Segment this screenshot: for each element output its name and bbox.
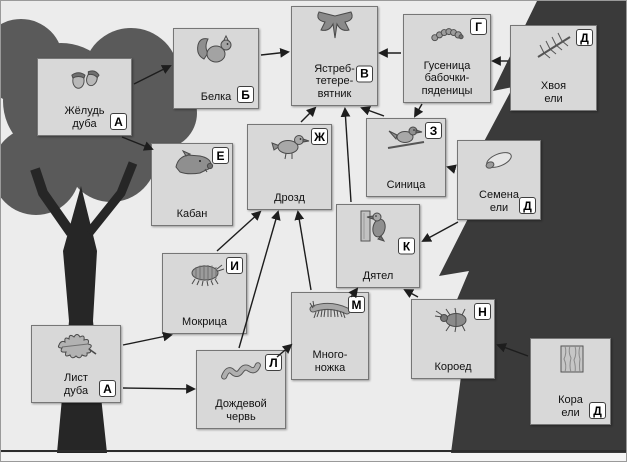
node-label: Дрозд [274, 191, 305, 204]
letter-badge: Д [589, 402, 606, 419]
node-acorn: Жёлудь дуба А [37, 58, 132, 136]
boar-icon [152, 147, 232, 179]
node-spruce-seeds: Семена ели Д [457, 140, 541, 220]
node-boar: Кабан Е [151, 143, 233, 226]
node-label: Белка [200, 90, 232, 103]
letter-badge: Е [212, 147, 229, 164]
letter-badge: В [356, 65, 373, 83]
letter-badge: Г [470, 18, 487, 35]
squirrel-icon [174, 32, 258, 66]
bark-beetle-icon [412, 303, 494, 335]
node-moth-caterpillar: Гусеница бабочки- пяденицы Г [403, 14, 491, 103]
letter-badge: Ж [311, 128, 328, 145]
node-earthworm: Дождевой червь Л [196, 350, 286, 429]
acorn-icon [38, 62, 131, 92]
node-woodpecker: Дятел К [336, 204, 420, 288]
node-label: Жёлудь дуба [64, 105, 105, 130]
node-bark-beetle: Короед Н [411, 299, 495, 379]
node-label: Много- ножка [312, 349, 348, 374]
caterpillar-icon [404, 18, 490, 48]
node-label: Хвоя ели [540, 80, 567, 105]
node-tit: Синица З [366, 118, 446, 197]
oak-leaf-icon [32, 329, 120, 361]
node-label: Короед [434, 360, 472, 373]
node-oak-leaf: Лист дуба А [31, 325, 121, 403]
node-label: Дождевой червь [215, 398, 267, 423]
node-label: Ястреб- тетере- вятник [314, 63, 355, 100]
node-label: Кабан [176, 207, 208, 220]
woodlouse-icon [163, 257, 246, 289]
node-squirrel: Белка Б [173, 28, 259, 109]
letter-badge: М [348, 296, 365, 313]
node-spruce-needles: Хвоя ели Д [510, 25, 597, 111]
letter-badge: Д [576, 29, 593, 46]
earthworm-icon [197, 354, 285, 384]
letter-badge: А [99, 380, 116, 397]
node-millipede: Много- ножка М [291, 292, 369, 380]
node-goshawk: Ястреб- тетере- вятник В [291, 6, 378, 106]
letter-badge: Л [265, 354, 282, 371]
node-label: Семена ели [479, 189, 519, 214]
oak-branch-left [30, 167, 76, 236]
letter-badge: К [398, 237, 415, 255]
node-label: Синица [386, 178, 426, 191]
seed-icon [458, 144, 540, 176]
node-label: Лист дуба [63, 372, 89, 397]
bark-icon [531, 342, 610, 376]
letter-badge: И [226, 257, 243, 274]
hawk-icon [292, 10, 377, 42]
millipede-icon [292, 296, 368, 328]
letter-badge: А [110, 113, 127, 130]
node-label: Гусеница бабочки- пяденицы [421, 60, 473, 97]
node-label: Мокрица [182, 315, 227, 328]
tit-icon [367, 122, 445, 154]
node-woodlouse: Мокрица И [162, 253, 247, 334]
ground-strip [1, 453, 626, 461]
node-label: Дятел [362, 269, 394, 282]
node-spruce-bark: Кора ели Д [530, 338, 611, 425]
node-label: Кора ели [558, 394, 583, 419]
woodpecker-icon [337, 208, 419, 244]
node-thrush: Дрозд Ж [247, 124, 332, 210]
letter-badge: Д [519, 197, 536, 214]
letter-badge: З [425, 122, 442, 139]
oak-branch-right [85, 161, 138, 236]
letter-badge: Н [474, 303, 491, 320]
needles-icon [511, 29, 596, 63]
letter-badge: Б [237, 86, 254, 103]
thrush-icon [248, 128, 331, 162]
